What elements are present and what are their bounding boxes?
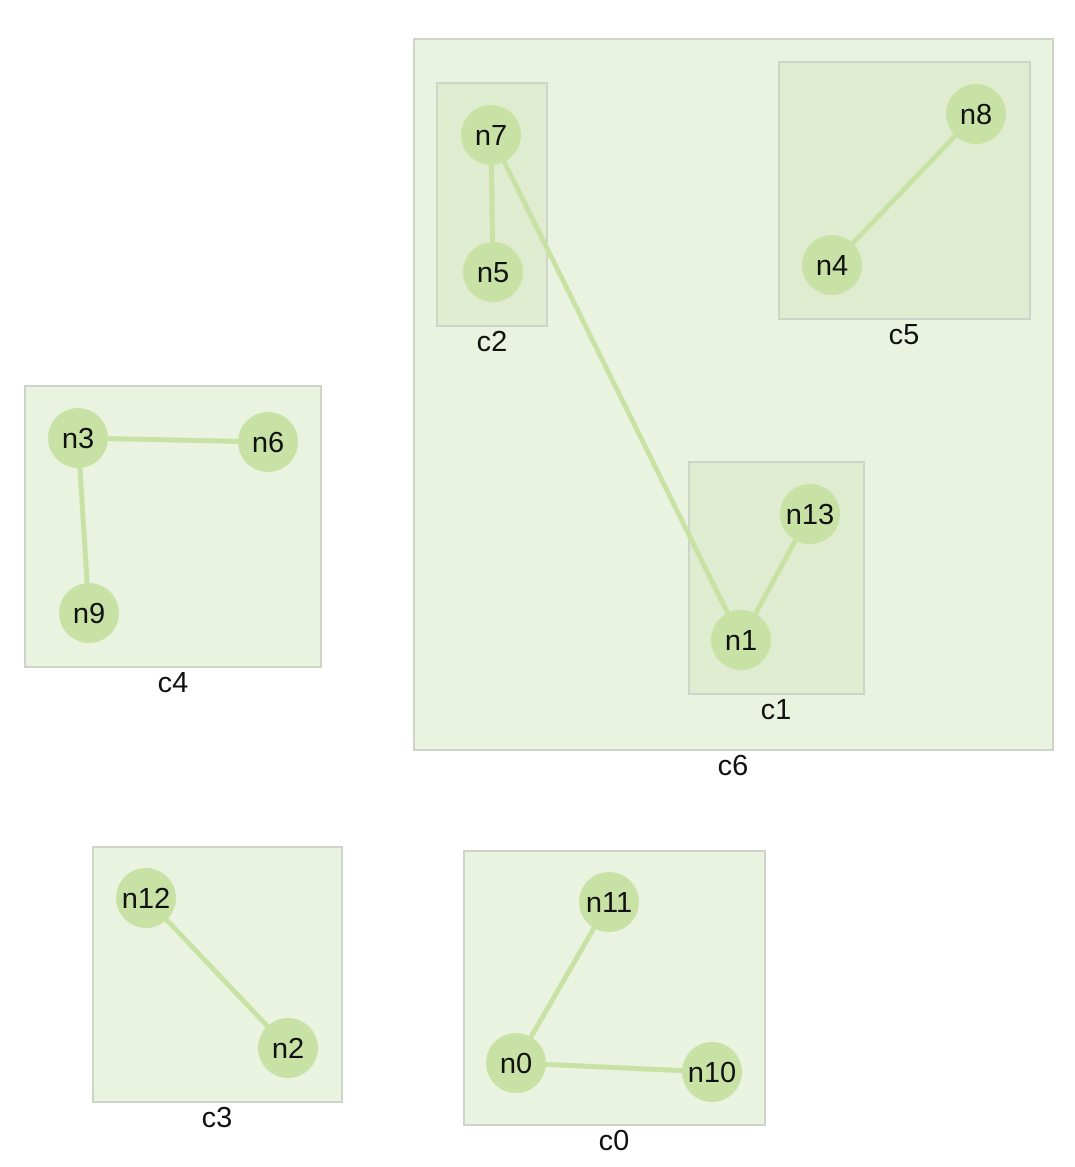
node-n3-label: n3 <box>62 423 94 455</box>
node-n12: n12 <box>116 868 176 928</box>
node-n10-circle <box>682 1042 742 1102</box>
node-n7-label: n7 <box>475 120 507 152</box>
node-n9-label: n9 <box>73 598 105 630</box>
node-n13: n13 <box>780 484 840 544</box>
cluster-c1-label: c1 <box>761 694 792 726</box>
cluster-c2-label: c2 <box>477 326 508 358</box>
node-n9: n9 <box>59 583 119 643</box>
cluster-c1: c1 <box>688 461 865 726</box>
node-n10: n10 <box>682 1042 742 1102</box>
node-n5-label: n5 <box>477 257 509 289</box>
edge-n0-n10 <box>513 1060 715 1075</box>
node-n12-circle <box>116 868 176 928</box>
edge-n11-n0 <box>513 899 612 1066</box>
node-n11-label: n11 <box>586 887 632 919</box>
cluster-c5-label: c5 <box>889 319 920 351</box>
node-n6-circle <box>238 412 298 472</box>
node-n13-label: n13 <box>786 499 834 531</box>
node-n4: n4 <box>802 235 862 295</box>
node-n1-label: n1 <box>725 625 757 657</box>
node-n1-circle <box>711 610 771 670</box>
cluster-c3-label: c3 <box>202 1102 233 1134</box>
node-n7-circle <box>461 105 521 165</box>
node-n4-circle <box>802 235 862 295</box>
node-n13-circle <box>780 484 840 544</box>
node-n5: n5 <box>463 242 523 302</box>
node-n7: n7 <box>461 105 521 165</box>
node-n0: n0 <box>486 1033 546 1093</box>
node-n8: n8 <box>946 84 1006 144</box>
node-n4-label: n4 <box>816 250 848 282</box>
cluster-c4-label: c4 <box>158 667 189 699</box>
edge-n8-n4 <box>829 111 979 268</box>
node-n6: n6 <box>238 412 298 472</box>
node-n8-circle <box>946 84 1006 144</box>
node-n11: n11 <box>579 872 639 932</box>
edge-n12-n2 <box>143 895 291 1051</box>
node-n0-label: n0 <box>500 1048 532 1080</box>
node-n11-circle <box>579 872 639 932</box>
node-n5-circle <box>463 242 523 302</box>
node-n2-circle <box>258 1018 318 1078</box>
node-n3: n3 <box>48 408 108 468</box>
node-n2-label: n2 <box>272 1033 304 1065</box>
node-n9-circle <box>59 583 119 643</box>
node-n12-label: n12 <box>122 883 170 915</box>
edge-n7-n1 <box>488 132 744 643</box>
cluster-c0-label: c0 <box>599 1125 630 1157</box>
node-n0-circle <box>486 1033 546 1093</box>
node-n2: n2 <box>258 1018 318 1078</box>
node-n6-label: n6 <box>252 427 284 459</box>
node-n8-label: n8 <box>960 99 992 131</box>
node-n10-label: n10 <box>688 1057 736 1089</box>
node-n3-circle <box>48 408 108 468</box>
node-n1: n1 <box>711 610 771 670</box>
cluster-c6-label: c6 <box>718 750 749 782</box>
edge-n3-n6 <box>75 435 271 445</box>
